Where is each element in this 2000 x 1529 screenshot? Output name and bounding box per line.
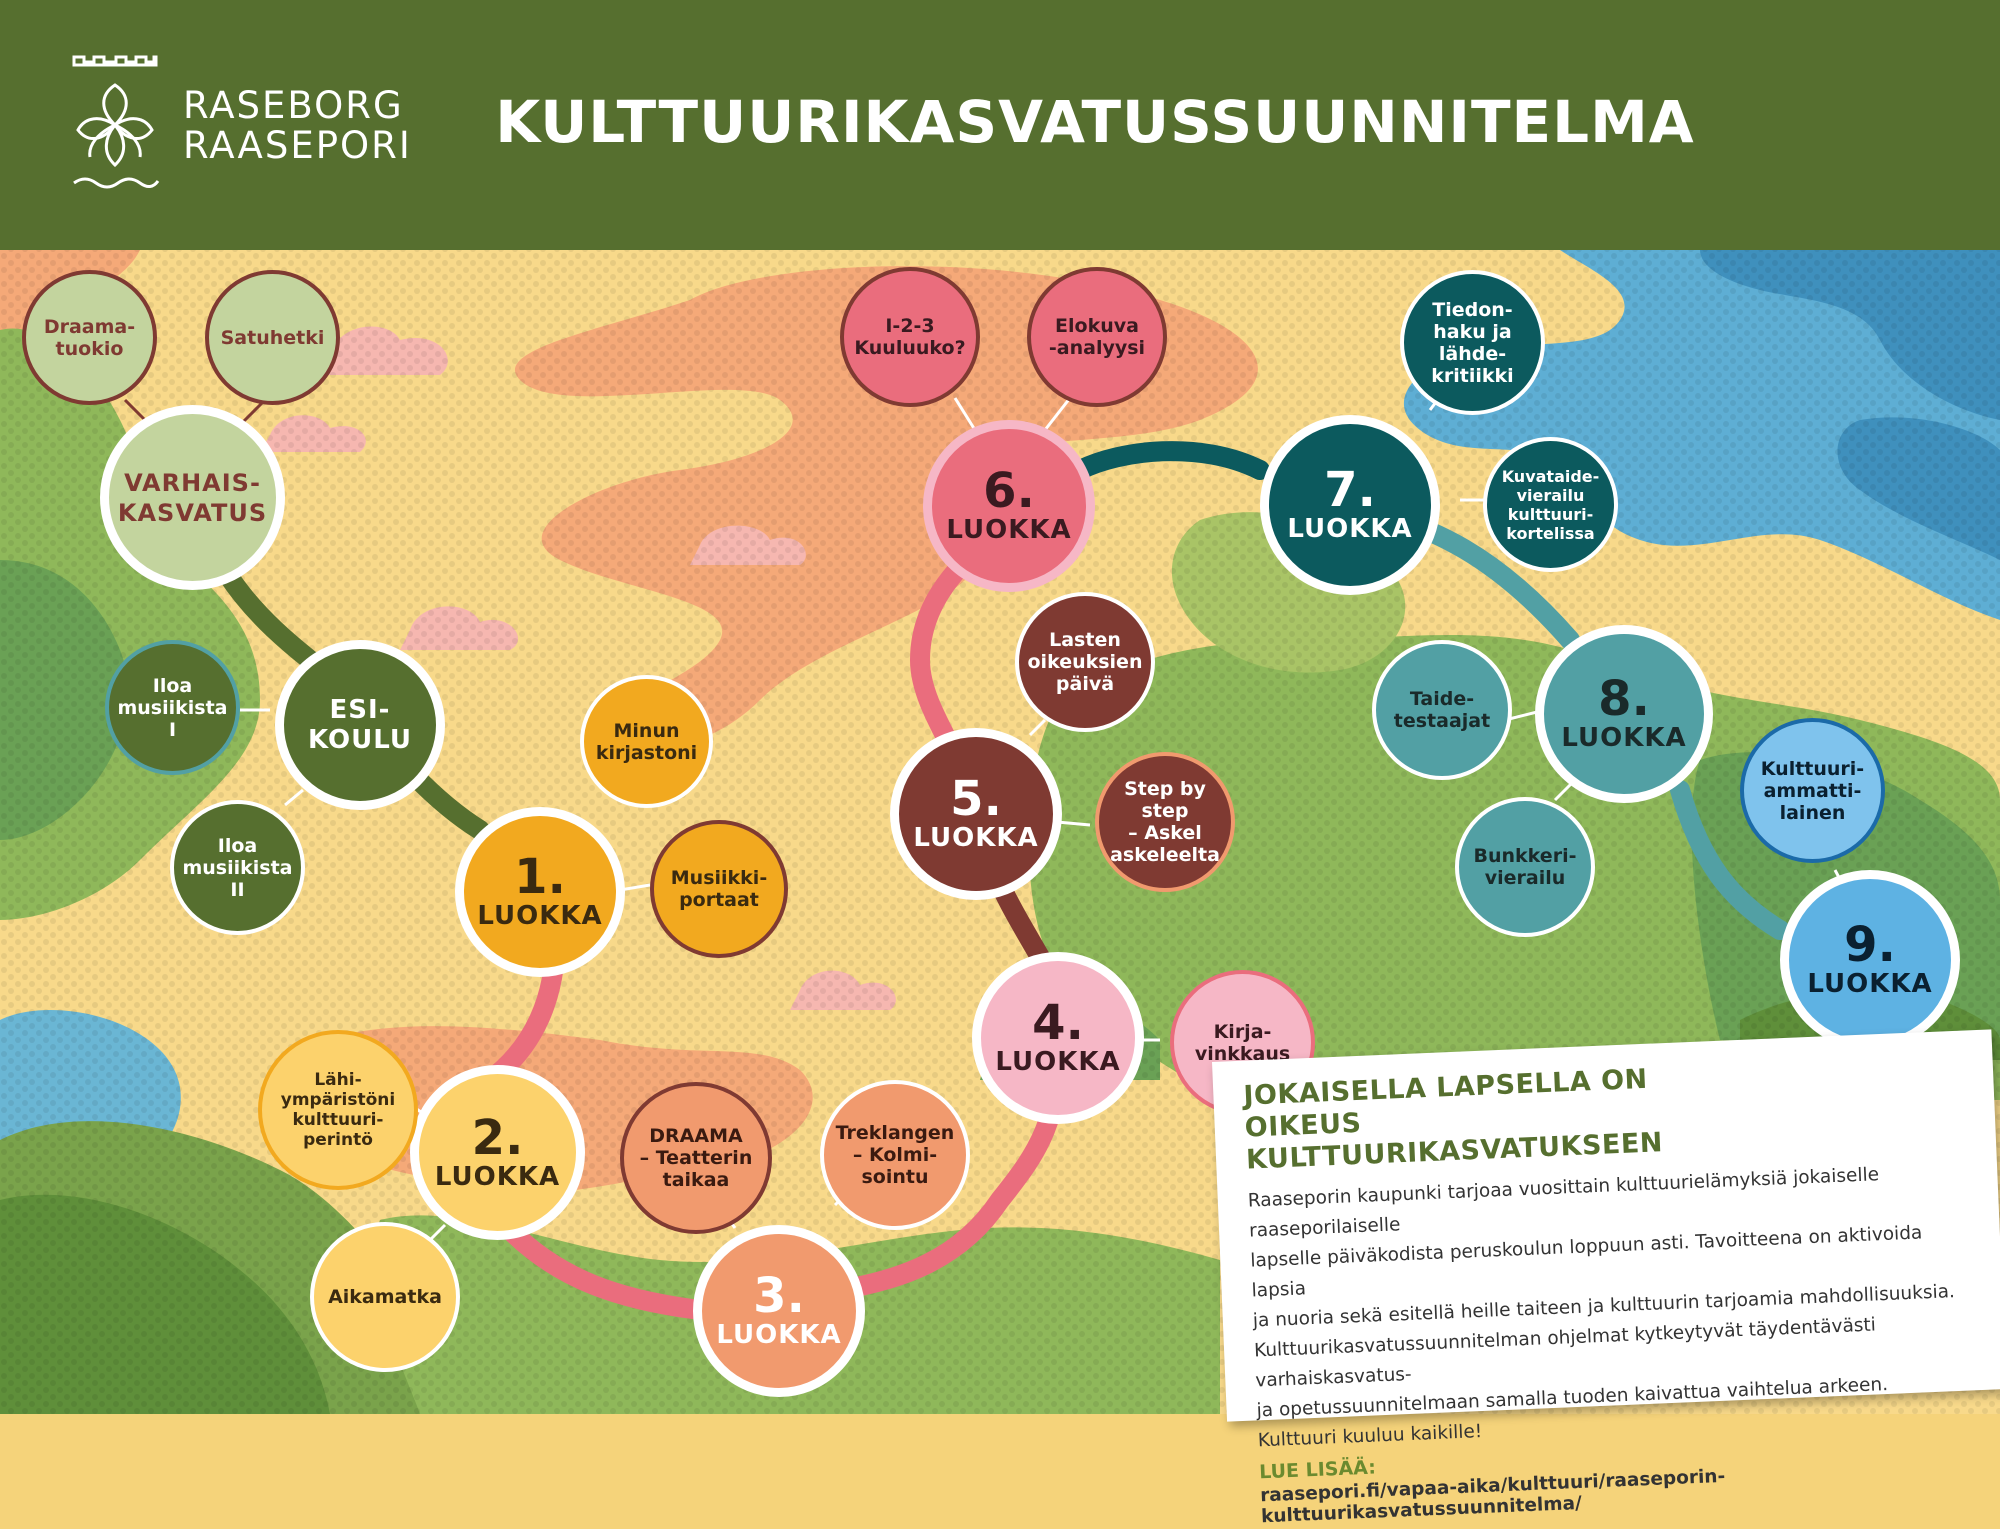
sat-taidetestaajat[interactable]: Taide- testaajat [1372, 640, 1512, 780]
node-grade-3[interactable]: 3. LUOKKA [693, 1225, 865, 1397]
grade-6-label: LUOKKA [946, 515, 1072, 545]
sat-aikamatka-label: Aikamatka [328, 1286, 442, 1308]
sat-kuuluuko-label: I-2-3 Kuuluuko? [854, 315, 966, 359]
node-esikoulu-label: ESI- KOULU [308, 695, 412, 755]
sat-lahiymparisto-label: Lähi- ympäristöni kulttuuri- perintö [280, 1070, 396, 1150]
grade-9-label: LUOKKA [1807, 969, 1933, 999]
info-title: JOKAISELLA LAPSELLA ON OIKEUS KULTTUURIK… [1242, 1063, 1664, 1176]
sat-step-label: Step by step – Askel askeleelta [1110, 778, 1220, 866]
grade-3-label: LUOKKA [716, 1320, 842, 1350]
sat-kulttuuriammattilainen[interactable]: Kulttuuri- ammatti- lainen [1740, 718, 1885, 863]
grade-9-number: 9. [1844, 917, 1896, 973]
node-esikoulu[interactable]: ESI- KOULU [275, 640, 445, 810]
sat-tiedonhaku-label: Tiedon- haku ja lähde- kritiikki [1431, 298, 1514, 387]
grade-4-number: 4. [1032, 995, 1084, 1051]
sat-tiedonhaku[interactable]: Tiedon- haku ja lähde- kritiikki [1400, 270, 1545, 415]
sat-lasten-label: Lasten oikeuksien päivä [1027, 629, 1143, 695]
sat-iloa-musiikista-2[interactable]: Iloa musiikista II [170, 800, 305, 935]
sat-lasten-oikeuksien-paiva[interactable]: Lasten oikeuksien päivä [1015, 592, 1155, 732]
sat-iloa1-label: Iloa musiikista I [117, 674, 228, 741]
node-grade-7[interactable]: 7. LUOKKA [1260, 415, 1440, 595]
sat-elokuva-analyysi[interactable]: Elokuva -analyysi [1027, 267, 1167, 407]
sat-draama-teatterin-taikaa[interactable]: DRAAMA – Teatterin taikaa [620, 1082, 772, 1234]
logo-text-raseborg: RASEBORG [183, 84, 404, 127]
node-grade-1[interactable]: 1. LUOKKA [455, 807, 625, 977]
grade-8-number: 8. [1598, 671, 1650, 727]
grade-1-label: LUOKKA [477, 901, 603, 931]
grade-1-number: 1. [514, 849, 566, 905]
grade-2-label: LUOKKA [434, 1161, 561, 1192]
sat-minun-kirjastoni-label: Minun kirjastoni [595, 719, 698, 764]
sat-satuhetki[interactable]: Satuhetki [205, 270, 340, 405]
node-grade-9[interactable]: 9. LUOKKA [1780, 870, 1960, 1050]
sat-draamatuokio[interactable]: Draama- tuokio [22, 270, 157, 405]
sat-treklangen-label: Treklangen – Kolmi- sointu [835, 1122, 955, 1188]
grade-6-number: 6. [983, 463, 1035, 519]
node-grade-5[interactable]: 5. LUOKKA [890, 728, 1062, 900]
sat-step-by-step[interactable]: Step by step – Askel askeleelta [1095, 752, 1235, 892]
info-box: JOKAISELLA LAPSELLA ON OIKEUS KULTTUURIK… [1212, 1029, 2000, 1527]
sat-kuvataide[interactable]: Kuvataide- vierailu kulttuuri- korteliss… [1483, 437, 1618, 572]
grade-7-number: 7. [1324, 462, 1376, 518]
sat-kuuluuko[interactable]: I-2-3 Kuuluuko? [840, 267, 980, 407]
node-varhaiskasvatus[interactable]: VARHAIS- KASVATUS [100, 405, 285, 590]
sat-treklangen[interactable]: Treklangen – Kolmi- sointu [820, 1080, 970, 1230]
grade-3-number: 3. [753, 1268, 805, 1324]
sat-iloa-musiikista-1[interactable]: Iloa musiikista I [105, 640, 240, 775]
header: RASEBORG RAASEPORI KULTTUURIKASVATUSSUUN… [0, 0, 2000, 250]
sat-iloa2-label: Iloa musiikista II [182, 834, 293, 901]
node-grade-2[interactable]: 2. LUOKKA [410, 1065, 585, 1240]
sat-kuvataide-label: Kuvataide- vierailu kulttuuri- korteliss… [1501, 466, 1600, 543]
grade-7-label: LUOKKA [1287, 514, 1413, 544]
sat-kirjavinkkaus-label: Kirja- vinkkaus [1194, 1020, 1291, 1065]
sat-aikamatka[interactable]: Aikamatka [310, 1222, 460, 1372]
node-grade-8[interactable]: 8. LUOKKA [1535, 625, 1713, 803]
grade-5-number: 5. [950, 771, 1002, 827]
node-grade-6[interactable]: 6. LUOKKA [923, 420, 1095, 592]
info-body: Raaseporin kaupunki tarjoaa vuosittain k… [1247, 1156, 1980, 1426]
sat-minun-kirjastoni[interactable]: Minun kirjastoni [580, 675, 713, 808]
sat-bunkkerivierailu[interactable]: Bunkkeri- vierailu [1455, 797, 1595, 937]
page-title: KULTTUURIKASVATUSSUUNNITELMA [495, 88, 1695, 156]
node-varhaiskasvatus-label: VARHAIS- KASVATUS [117, 468, 268, 527]
grade-2-number: 2. [471, 1109, 524, 1166]
sat-draamatuokio-label: Draama- tuokio [43, 315, 136, 360]
sat-bunkkeri-label: Bunkkeri- vierailu [1473, 845, 1577, 889]
sat-elokuva-label: Elokuva -analyysi [1048, 315, 1146, 359]
grade-8-label: LUOKKA [1561, 723, 1687, 753]
grade-4-label: LUOKKA [995, 1047, 1121, 1077]
sat-satuhetki-label: Satuhetki [220, 326, 325, 349]
sat-musiikkiportaat[interactable]: Musiikki- portaat [650, 820, 788, 958]
raseborg-logo-icon [72, 55, 160, 189]
logo-text-raasepori: RAASEPORI [183, 124, 412, 167]
sat-taidetestaajat-label: Taide- testaajat [1393, 688, 1491, 732]
sat-kulttuuriammattilainen-label: Kulttuuri- ammatti- lainen [1760, 757, 1865, 824]
sat-lahiymparisto[interactable]: Lähi- ympäristöni kulttuuri- perintö [258, 1030, 418, 1190]
sat-musiikkiportaat-label: Musiikki- portaat [670, 867, 768, 911]
node-grade-4[interactable]: 4. LUOKKA [972, 952, 1144, 1124]
sat-draama-label: DRAAMA – Teatterin taikaa [639, 1125, 753, 1191]
grade-5-label: LUOKKA [913, 823, 1039, 853]
